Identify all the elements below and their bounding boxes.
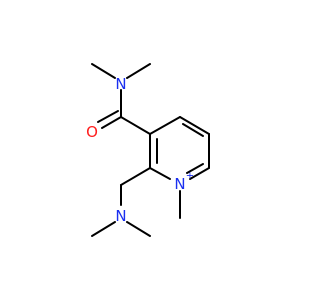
bond-carbonyl-ring — [120, 116, 151, 135]
bond-ndma-methyl-right — [126, 63, 151, 79]
bond-ring-c6-n1 — [189, 167, 210, 180]
amine-nitrogen-label: N — [115, 207, 126, 225]
bond-amine-methyl-right — [126, 221, 151, 237]
ring-nitrogen-charge: + — [186, 171, 194, 182]
carbonyl-oxygen-label: O — [86, 123, 98, 141]
bond-carbonyl-oxygen-double-b — [97, 110, 119, 123]
chemical-structure: N O N + N — [86, 63, 210, 237]
amide-nitrogen-label: N — [115, 75, 126, 93]
bond-ring-methylene — [120, 167, 151, 186]
bond-carbonyl-oxygen-double-a — [101, 116, 122, 129]
bond-ndma-methyl-left — [91, 63, 116, 79]
bond-ring-c3-c4 — [149, 116, 181, 135]
bond-ring-c4-c5 — [179, 116, 210, 135]
bond-ring-c6-n1-inner — [186, 163, 204, 174]
ring-nitrogen-label: N — [174, 175, 185, 193]
bond-ring-n1-c2 — [149, 167, 171, 180]
atom-layer: N O N + N — [86, 75, 194, 225]
bond-ring-c4-c5-inner — [182, 123, 204, 137]
bond-amine-methyl-left — [91, 221, 116, 237]
bond-layer — [91, 63, 210, 237]
